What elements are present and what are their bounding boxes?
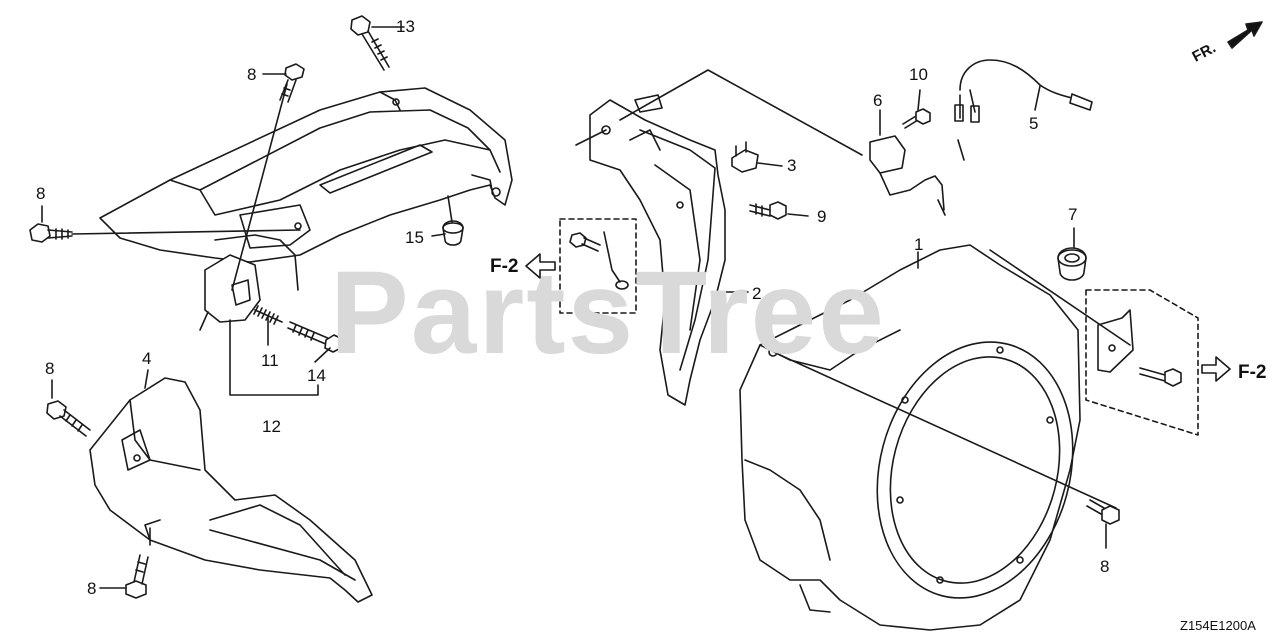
callout-15[interactable]: 15 (405, 228, 424, 247)
ignition-module-6[interactable] (869, 135, 946, 216)
bolt-13[interactable] (350, 15, 390, 71)
callout-8[interactable]: 8 (45, 359, 55, 378)
callout-1[interactable]: 1 (914, 235, 924, 254)
arrow-right (1201, 356, 1231, 382)
grommet-7[interactable] (1057, 247, 1087, 281)
clip-3[interactable] (731, 141, 759, 173)
front-arrow (1227, 21, 1263, 49)
fan-cover-1[interactable] (739, 244, 1100, 631)
arrow-left (525, 253, 556, 279)
section-ref-left[interactable]: F-2 (490, 256, 519, 277)
callout-5[interactable]: 5 (1029, 114, 1039, 133)
bolt-10[interactable] (902, 108, 931, 129)
bolt-9[interactable] (749, 201, 787, 220)
lower-shroud-4[interactable] (89, 377, 373, 603)
bolt-8-mid[interactable] (46, 400, 91, 437)
callout-12[interactable]: 12 (262, 417, 281, 436)
diagram-code: Z154E1200A (1180, 618, 1256, 633)
detail-box-left (559, 218, 637, 314)
callout-8[interactable]: 8 (36, 184, 46, 203)
upper-shroud-plate[interactable] (99, 87, 513, 263)
ground-terminal[interactable] (569, 231, 629, 290)
callout-13[interactable]: 13 (396, 17, 415, 36)
callout-7[interactable]: 7 (1068, 205, 1078, 224)
ground-bracket[interactable] (1097, 309, 1182, 387)
callout-9[interactable]: 9 (817, 207, 827, 226)
section-ref-right[interactable]: F-2 (1238, 362, 1267, 383)
callout-11[interactable]: 11 (261, 351, 279, 370)
callout-3[interactable]: 3 (787, 156, 797, 175)
callout-6[interactable]: 6 (873, 91, 883, 110)
callout-8[interactable]: 8 (247, 65, 257, 84)
callout-8[interactable]: 8 (1100, 557, 1110, 576)
bolt-8-right[interactable] (1086, 499, 1120, 525)
wire-harness-5[interactable] (954, 59, 1093, 161)
callout-14[interactable]: 14 (307, 366, 326, 385)
callout-4[interactable]: 4 (142, 349, 152, 368)
callout-8[interactable]: 8 (87, 579, 97, 598)
callout-2[interactable]: 2 (752, 284, 762, 303)
watermark: PartsTree (330, 247, 886, 379)
grommet-15[interactable] (442, 220, 464, 246)
detail-box-right (1085, 289, 1199, 436)
baffle-2[interactable] (589, 94, 726, 406)
bolt-8-left[interactable] (29, 223, 73, 243)
callout-10[interactable]: 10 (909, 65, 928, 84)
bolt-8-bottom[interactable] (125, 554, 149, 599)
